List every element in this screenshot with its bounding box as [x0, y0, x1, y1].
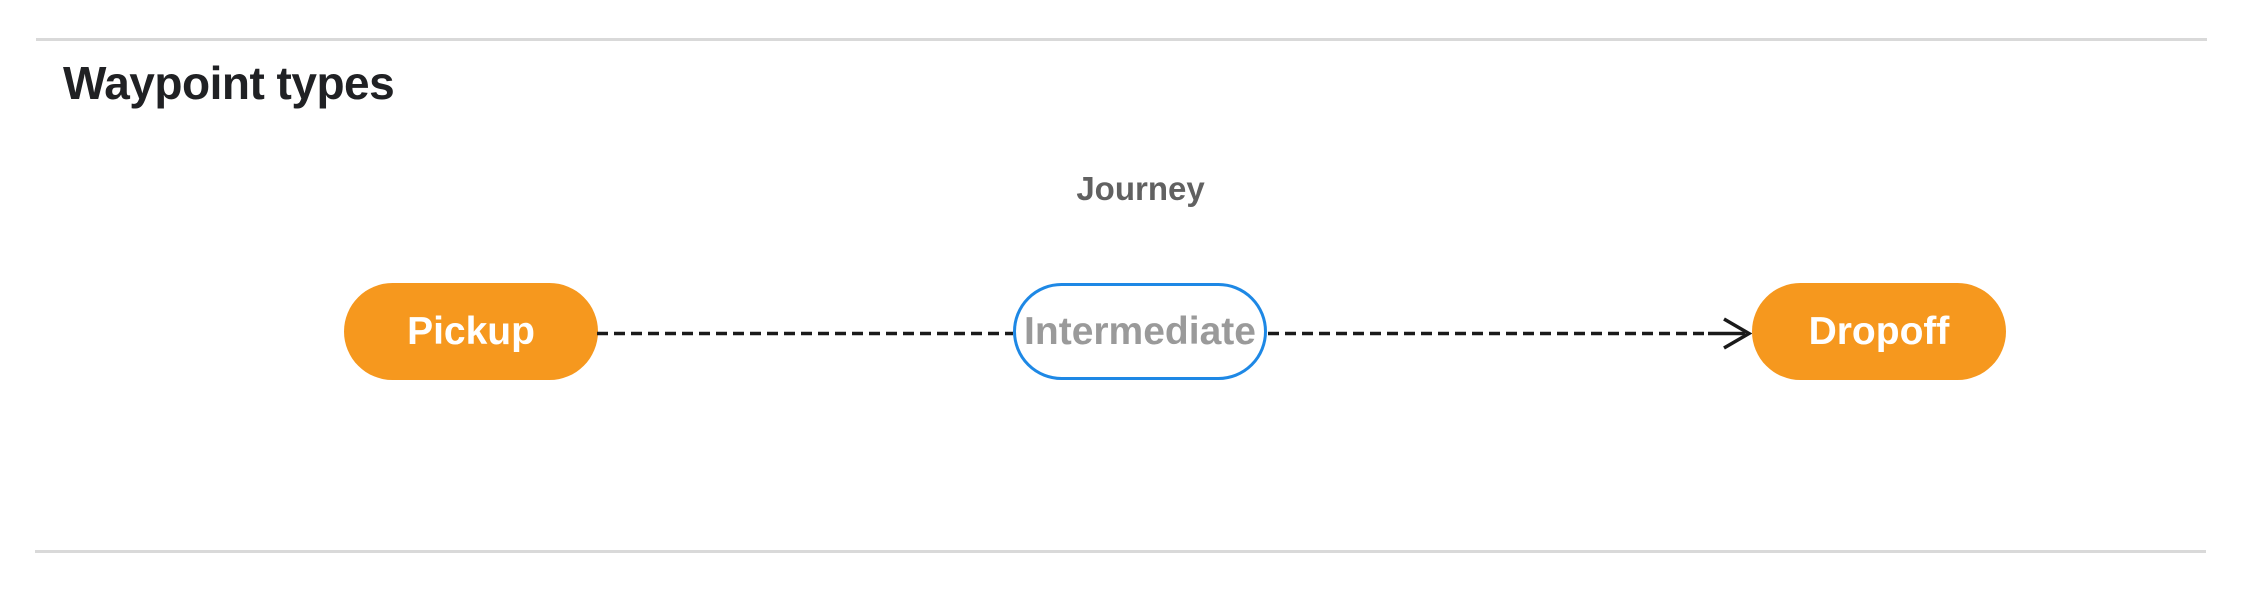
connector-intermediate-to-dropoff: [1268, 317, 1752, 350]
arrowhead-icon: [1723, 317, 1752, 350]
connector-pickup-to-intermediate: [597, 331, 1013, 336]
dropoff-node: Dropoff: [1752, 283, 2006, 380]
top-divider: [36, 38, 2207, 41]
page-title: Waypoint types: [63, 57, 395, 109]
pickup-node: Pickup: [344, 283, 598, 380]
dropoff-node-label: Dropoff: [1808, 309, 1950, 353]
intermediate-node: Intermediate: [1013, 283, 1267, 380]
bottom-divider: [35, 550, 2206, 553]
intermediate-node-label: Intermediate: [1024, 309, 1256, 353]
journey-group-label: Journey: [1076, 170, 1205, 207]
pickup-node-label: Pickup: [407, 309, 535, 353]
